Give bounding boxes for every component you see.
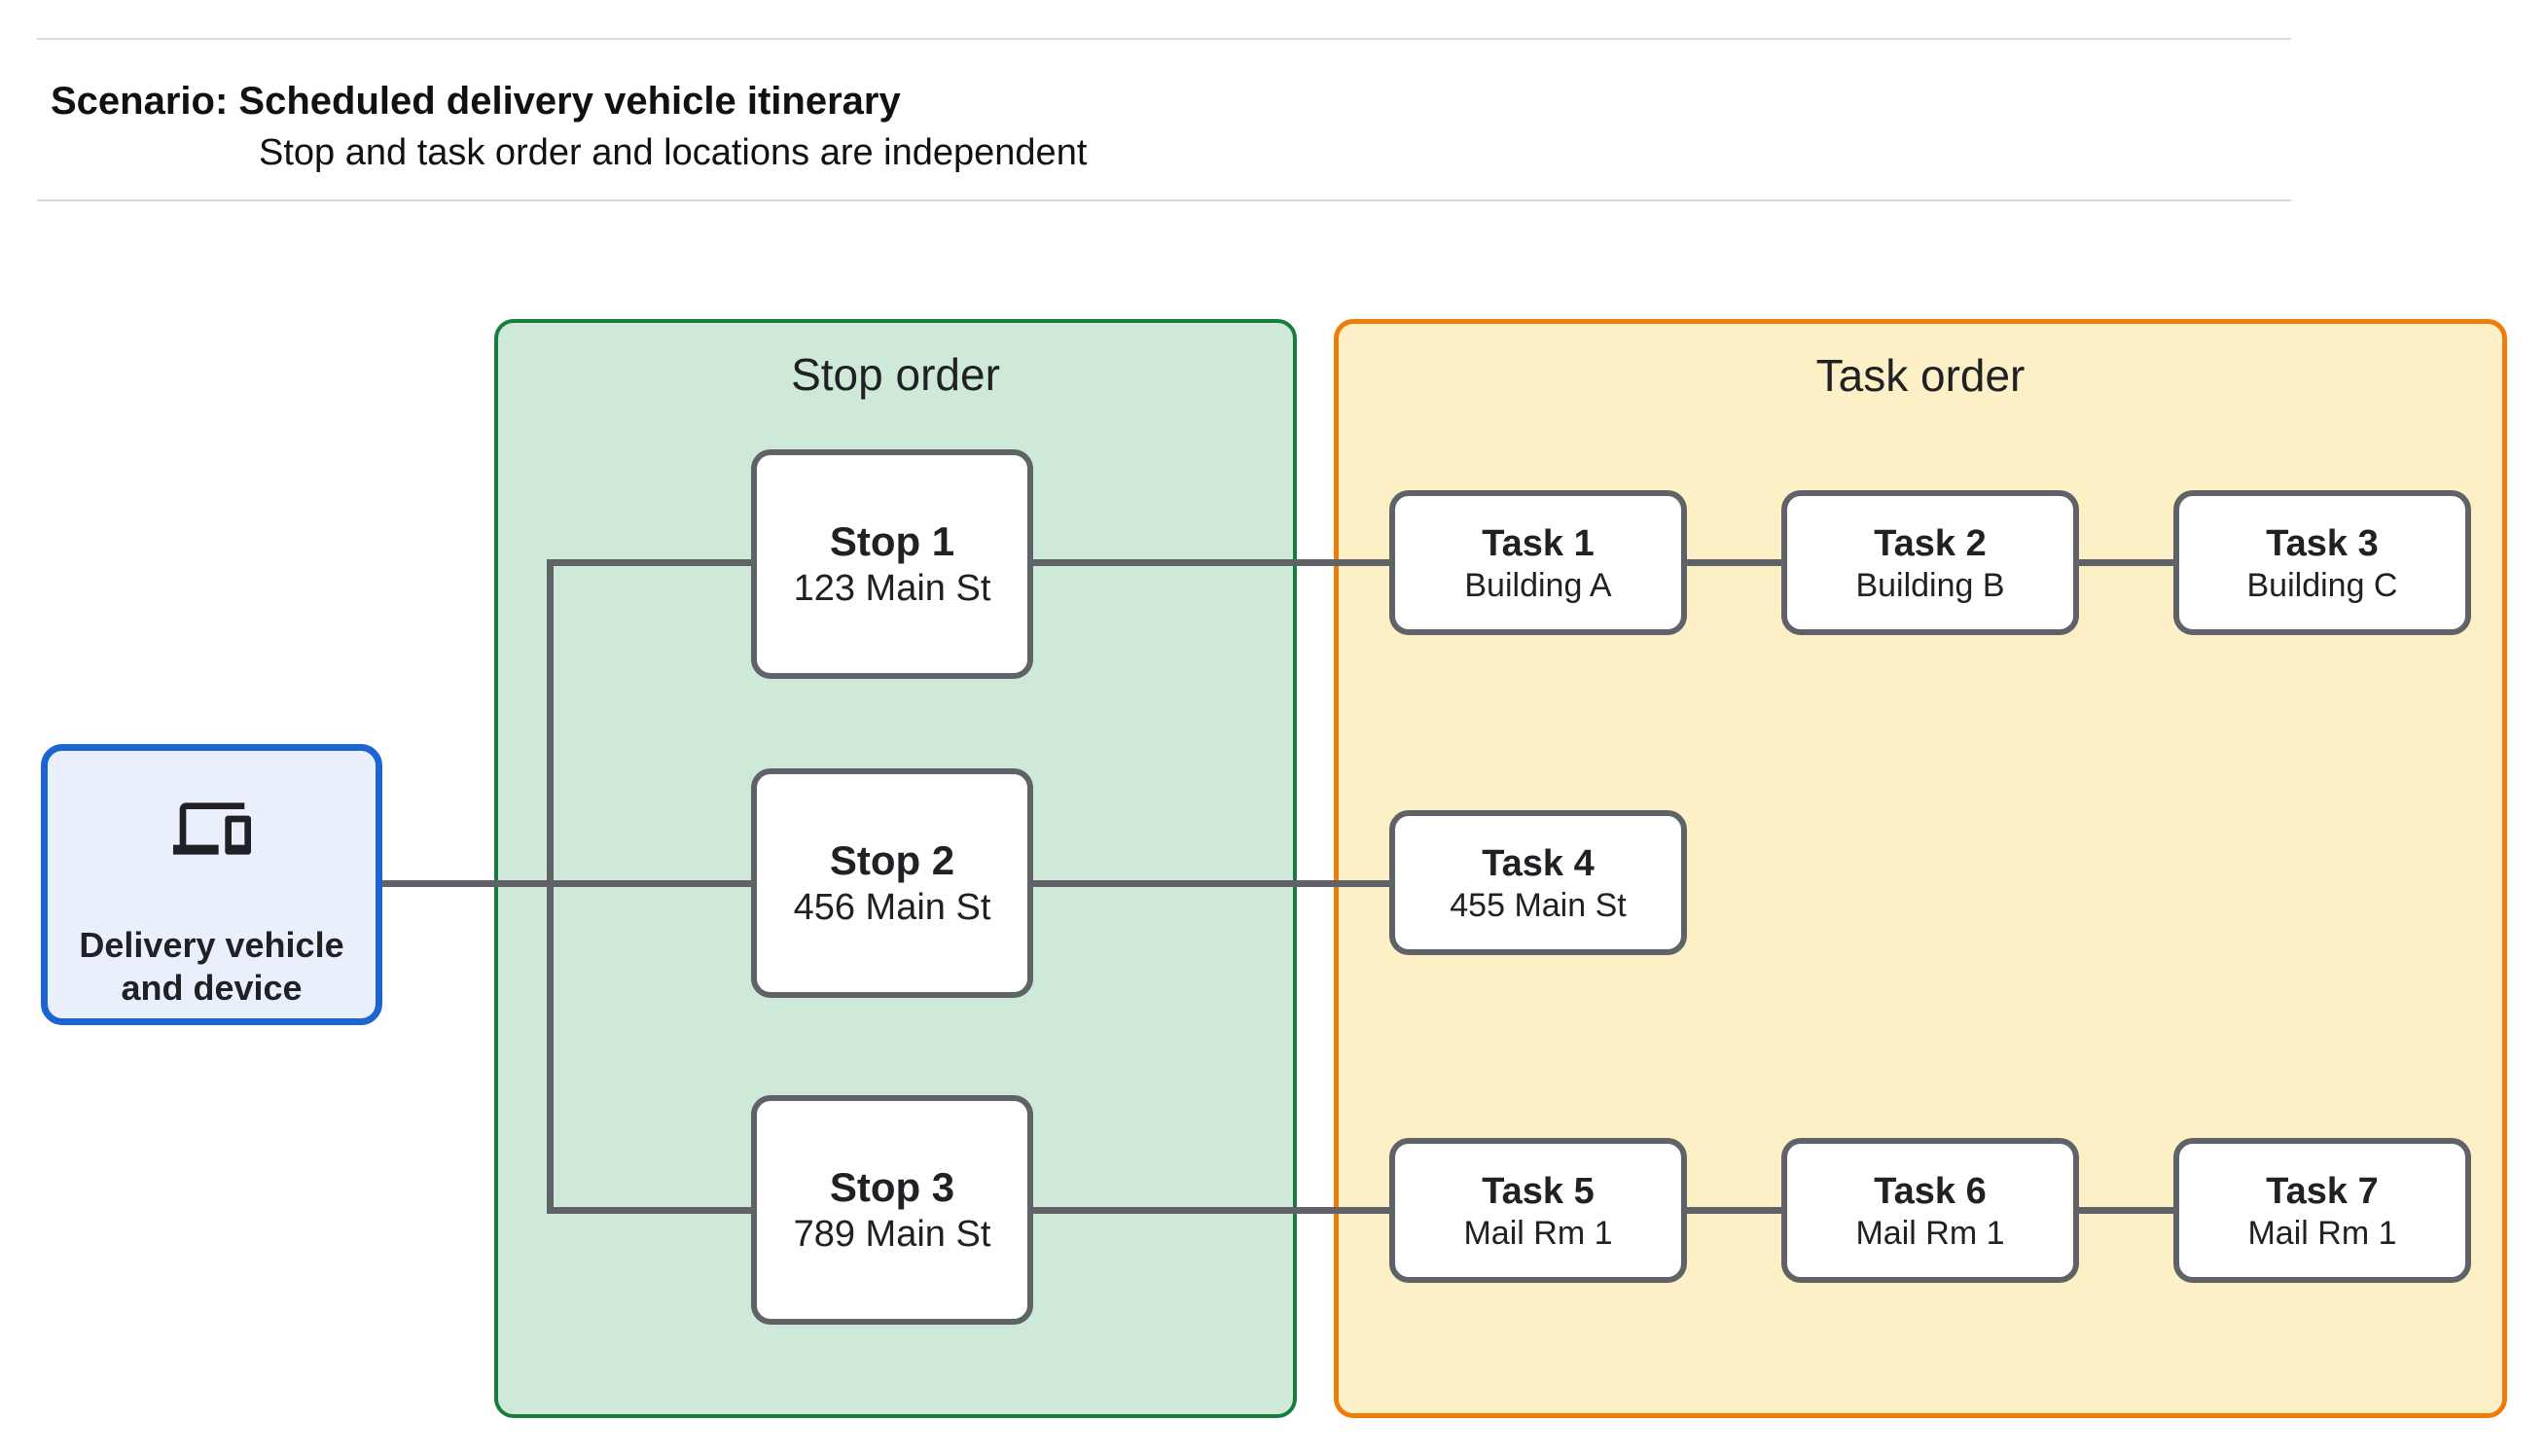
- task-2-title: Task 2: [1874, 522, 1987, 564]
- task-1-title: Task 1: [1482, 522, 1595, 564]
- stop-1-title: Stop 1: [829, 518, 955, 564]
- stop-3-title: Stop 3: [829, 1164, 955, 1210]
- connector-task1-to-task2: [1687, 559, 1781, 566]
- task-5-title: Task 5: [1482, 1170, 1595, 1212]
- task-2-location: Building B: [1855, 566, 2005, 604]
- task-5-node: Task 5 Mail Rm 1: [1389, 1138, 1687, 1283]
- delivery-vehicle-node: Delivery vehicle and device: [41, 744, 382, 1025]
- page-subtitle: Stop and task order and locations are in…: [259, 132, 1088, 173]
- stop-order-title: Stop order: [791, 349, 1000, 400]
- connector-stop-trunk: [547, 559, 554, 1214]
- task-order-title: Task order: [1815, 350, 2026, 401]
- task-7-location: Mail Rm 1: [2247, 1214, 2397, 1252]
- stop-1-node: Stop 1 123 Main St: [751, 449, 1033, 679]
- task-7-title: Task 7: [2266, 1170, 2379, 1212]
- task-6-title: Task 6: [1874, 1170, 1987, 1212]
- task-6-node: Task 6 Mail Rm 1: [1781, 1138, 2079, 1283]
- connector-trunk-to-stop3: [547, 1207, 751, 1214]
- task-4-title: Task 4: [1482, 842, 1595, 884]
- divider-top: [37, 38, 2291, 40]
- vehicle-label: Delivery vehicle and device: [48, 924, 376, 1010]
- vehicle-label-line1: Delivery vehicle: [79, 925, 344, 965]
- connector-task5-to-task6: [1687, 1207, 1781, 1214]
- task-7-node: Task 7 Mail Rm 1: [2173, 1138, 2471, 1283]
- stop-1-location: 123 Main St: [793, 568, 991, 609]
- connector-stop3-to-task5: [1033, 1207, 1389, 1214]
- devices-icon: [48, 790, 376, 872]
- vehicle-label-line2: and device: [121, 968, 303, 1008]
- task-6-location: Mail Rm 1: [1855, 1214, 2005, 1252]
- page-title: Scenario: Scheduled delivery vehicle iti…: [51, 80, 901, 123]
- task-1-node: Task 1 Building A: [1389, 490, 1687, 635]
- connector-stop1-to-task1: [1033, 559, 1389, 566]
- stop-2-title: Stop 2: [829, 837, 955, 883]
- task-1-location: Building A: [1464, 566, 1612, 604]
- task-5-location: Mail Rm 1: [1463, 1214, 1613, 1252]
- connector-task6-to-task7: [2079, 1207, 2173, 1214]
- task-2-node: Task 2 Building B: [1781, 490, 2079, 635]
- connector-task2-to-task3: [2079, 559, 2173, 566]
- task-3-title: Task 3: [2266, 522, 2379, 564]
- task-3-node: Task 3 Building C: [2173, 490, 2471, 635]
- task-3-location: Building C: [2246, 566, 2398, 604]
- stop-3-node: Stop 3 789 Main St: [751, 1095, 1033, 1325]
- connector-trunk-to-stop1: [547, 559, 751, 566]
- connector-stop2-to-task4: [1033, 880, 1389, 887]
- task-4-node: Task 4 455 Main St: [1389, 810, 1687, 955]
- connector-vehicle-to-stop2: [382, 880, 751, 887]
- task-4-location: 455 Main St: [1450, 886, 1627, 924]
- divider-bottom: [37, 199, 2291, 201]
- stop-3-location: 789 Main St: [793, 1214, 991, 1255]
- stop-2-node: Stop 2 456 Main St: [751, 768, 1033, 998]
- stop-2-location: 456 Main St: [793, 887, 991, 928]
